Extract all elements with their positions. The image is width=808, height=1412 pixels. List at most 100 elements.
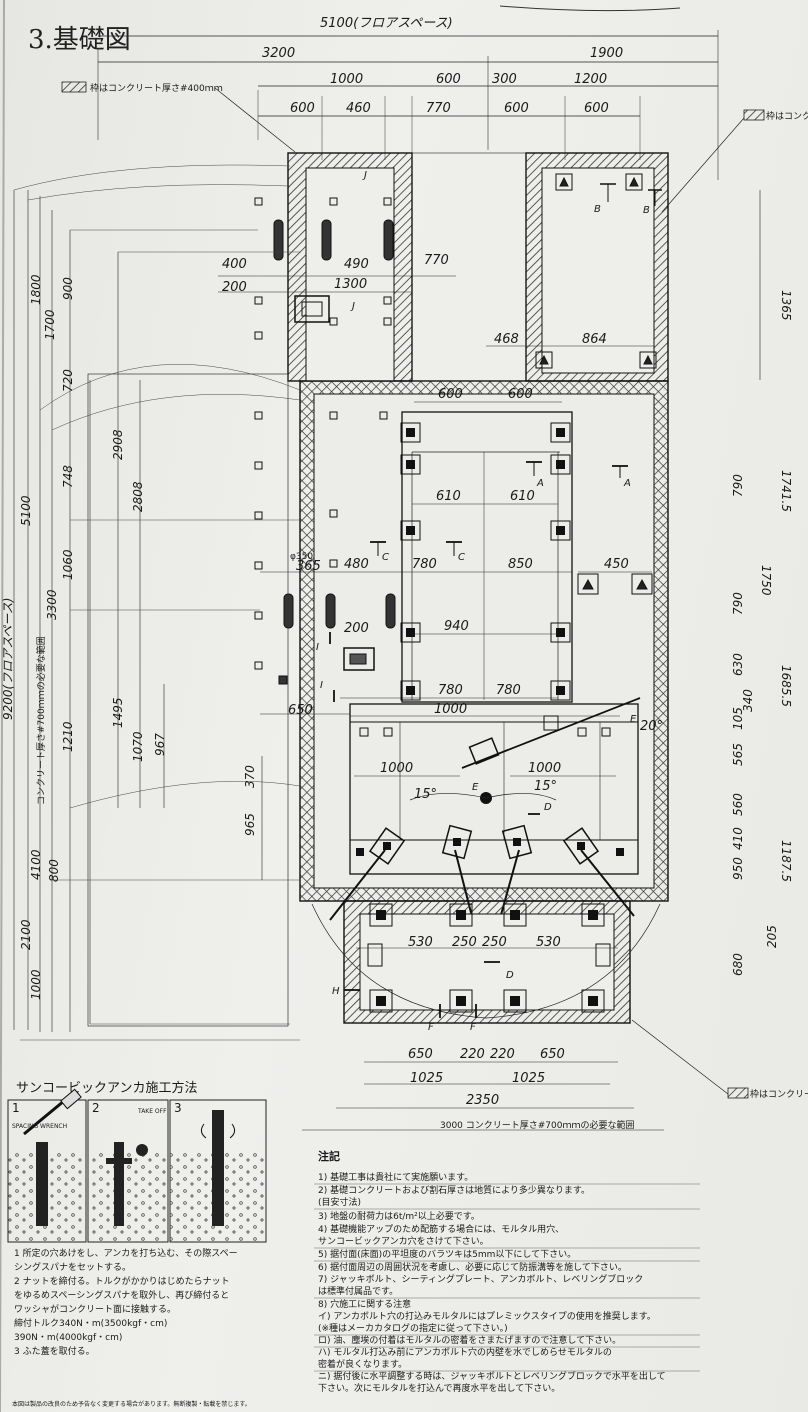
dim-m-200: 200 bbox=[344, 621, 369, 636]
concrete-700-bottom: 3000 コンクリート厚さ#700ｍｍの必要な範囲 bbox=[440, 1119, 635, 1131]
svg-text:下さい。次にモルタルを打込んで再度水平を出して下さい。: 下さい。次にモルタルを打込んで再度水平を出して下さい。 bbox=[318, 1382, 560, 1394]
step-number-2: 2 bbox=[92, 1101, 100, 1115]
dim-m-780b: 780 bbox=[438, 683, 463, 698]
take-off-label: TAKE OFF bbox=[137, 1108, 167, 1115]
section-j-2: J bbox=[350, 301, 355, 312]
section-a-2: A bbox=[623, 478, 631, 489]
dim-1000: 1000 bbox=[330, 72, 363, 87]
dim-v-3300: 3300 bbox=[45, 589, 59, 620]
section-i-1: I bbox=[316, 642, 319, 653]
dim-l-2350: 2350 bbox=[466, 1093, 499, 1108]
dim-v-1000: 1000 bbox=[29, 969, 43, 1000]
svg-text:をゆるめスペーシングスパナを取外し、再び締付ると: をゆるめスペーシングスパナを取外し、再び締付ると bbox=[14, 1289, 229, 1301]
spacing-wrench-label: SPACING WRENCH bbox=[12, 1123, 67, 1130]
svg-text:3 ふた蓋を取付る。: 3 ふた蓋を取付る。 bbox=[14, 1345, 95, 1357]
dim-1365: 1365 bbox=[779, 290, 793, 321]
svg-text:は標準付属品です。: は標準付属品です。 bbox=[318, 1285, 398, 1297]
dim-l-530b: 530 bbox=[536, 935, 561, 950]
dim-l-680: 680 bbox=[731, 953, 745, 976]
footer-note: 本図は製品の改良のため予告なく変更する場合があります。無断複製・転載を禁じます。 bbox=[12, 1400, 251, 1408]
dim-l-250b: 250 bbox=[482, 935, 507, 950]
section-h: H bbox=[332, 986, 340, 997]
dim-l-1025a: 1025 bbox=[410, 1071, 443, 1086]
dim-m-950: 950 bbox=[731, 857, 745, 880]
svg-text:390N・m(4000kgf・cm): 390N・m(4000kgf・cm) bbox=[14, 1333, 122, 1343]
svg-text:サンコービックアンカ穴をさけて下さい。: サンコービックアンカ穴をさけて下さい。 bbox=[318, 1235, 489, 1247]
dim-m-610b: 610 bbox=[510, 489, 535, 504]
svg-text:密着が良くなります。: 密着が良くなります。 bbox=[318, 1358, 407, 1370]
section-f-2: F bbox=[470, 1022, 476, 1033]
dim-490: 490 bbox=[344, 257, 369, 272]
angle-15-left: 15° bbox=[414, 787, 437, 802]
dim-3200: 3200 bbox=[262, 46, 295, 61]
dim-864: 864 bbox=[582, 332, 607, 347]
dim-v-1700: 1700 bbox=[43, 309, 57, 340]
dim-m-940: 940 bbox=[444, 619, 469, 634]
notes-list: 1) 基礎工事は貴社にて実施願います。 2) 基礎コンクリートおよび割石厚さは地… bbox=[318, 1171, 666, 1394]
dim-600d: 600 bbox=[584, 101, 609, 116]
svg-text:ワッシャがコンクリート面に接触する。: ワッシャがコンクリート面に接触する。 bbox=[14, 1303, 176, 1315]
dim-v-4100: 4100 bbox=[29, 849, 43, 880]
hatch-note-bottom: 枠はコンクリー bbox=[750, 1088, 808, 1100]
dim-m-780a: 780 bbox=[412, 557, 437, 572]
svg-text:2) 基礎コンクリートおよび割石厚さは地質により多少異なりま: 2) 基礎コンクリートおよび割石厚さは地質により多少異なります。 bbox=[318, 1184, 590, 1196]
dim-m-480: 480 bbox=[344, 557, 369, 572]
dim-v-1800: 1800 bbox=[29, 274, 43, 305]
dim-v-5100: 5100 bbox=[19, 495, 33, 526]
dim-l-650b: 650 bbox=[540, 1047, 565, 1062]
dim-m-560: 560 bbox=[731, 793, 745, 816]
section-a-1: A bbox=[536, 478, 544, 489]
dim-v-1495: 1495 bbox=[111, 697, 125, 728]
hatch-note-right: 枠はコンク bbox=[766, 110, 808, 122]
section-d-2: D bbox=[506, 970, 514, 981]
dim-300: 300 bbox=[492, 72, 517, 87]
anchor-step-3 bbox=[169, 1099, 267, 1243]
svg-text:2 ナットを締付る。トルクがかかりはじめたらナット: 2 ナットを締付る。トルクがかかりはじめたらナット bbox=[14, 1275, 230, 1287]
floor-space-dim: 5100(フロアスペース) bbox=[320, 16, 453, 31]
dim-600b: 600 bbox=[290, 101, 315, 116]
dim-m-365: 365 bbox=[296, 559, 321, 574]
dim-v-800: 800 bbox=[47, 859, 61, 882]
svg-text:5) 据付面(床面)の平坦度のバラツキは5mm以下にして下さ: 5) 据付面(床面)の平坦度のバラツキは5mm以下にして下さい。 bbox=[318, 1248, 576, 1260]
svg-text:1) 基礎工事は貴社にて実施願います。: 1) 基礎工事は貴社にて実施願います。 bbox=[318, 1171, 473, 1183]
svg-text:4) 基礎機能アップのため配筋する場合には、モルタル用穴、: 4) 基礎機能アップのため配筋する場合には、モルタル用穴、 bbox=[318, 1223, 564, 1235]
upper-right-foundation bbox=[525, 152, 669, 382]
section-e-1: E bbox=[472, 782, 479, 793]
svg-text:イ) アンカボルト穴の打込みモルタルにはプレミックスタイプの: イ) アンカボルト穴の打込みモルタルにはプレミックスタイプの使用を推奨します。 bbox=[318, 1310, 656, 1322]
angle-20: 20° bbox=[640, 719, 663, 734]
dim-m-650: 650 bbox=[288, 703, 313, 718]
section-b-2: B bbox=[643, 205, 650, 216]
dim-1300: 1300 bbox=[334, 277, 367, 292]
section-j-1: J bbox=[362, 170, 367, 181]
upper-left-foundation bbox=[287, 152, 413, 382]
dim-600c: 600 bbox=[504, 101, 529, 116]
section-e-2: E bbox=[630, 714, 637, 725]
dim-400: 400 bbox=[222, 257, 247, 272]
dim-468: 468 bbox=[494, 332, 519, 347]
dim-m-105: 105 bbox=[731, 707, 745, 730]
step-number-1: 1 bbox=[12, 1101, 20, 1115]
dim-m-1000a: 1000 bbox=[434, 702, 467, 717]
notes-heading: 注記 bbox=[318, 1149, 340, 1163]
drawing-title: 3.基礎図 bbox=[28, 25, 131, 55]
dim-v-965: 965 bbox=[243, 813, 257, 836]
dim-l-250a: 250 bbox=[452, 935, 477, 950]
dim-v-967: 967 bbox=[153, 733, 167, 756]
section-d-1: D bbox=[544, 802, 552, 813]
dim-l-1025b: 1025 bbox=[512, 1071, 545, 1086]
section-f-1: F bbox=[428, 1022, 434, 1033]
svg-text:ニ) 据付後に水平調整する時は、ジャッキボルトとレベリングブ: ニ) 据付後に水平調整する時は、ジャッキボルトとレベリングブロックで水平を出して bbox=[318, 1370, 666, 1382]
hatch-note-left: 枠はコンクリート厚さ#400ｍｍ bbox=[90, 82, 223, 94]
anchor-step-1 bbox=[7, 1088, 87, 1243]
dim-v-900: 900 bbox=[61, 277, 75, 300]
svg-text:シングスパナをセットする。: シングスパナをセットする。 bbox=[14, 1261, 131, 1273]
dim-v-370: 370 bbox=[243, 765, 257, 788]
dim-m-1685: 1685.5 bbox=[779, 665, 793, 707]
svg-text:(目安寸法): (目安寸法) bbox=[318, 1196, 361, 1208]
dim-v-2100: 2100 bbox=[19, 919, 33, 950]
dim-l-205: 205 bbox=[765, 925, 779, 948]
dim-m-780c: 780 bbox=[496, 683, 521, 698]
dim-m-630: 630 bbox=[731, 653, 745, 676]
svg-text:ロ) 油、塵埃の付着はモルタルの密着をさまたげますので注意し: ロ) 油、塵埃の付着はモルタルの密着をさまたげますので注意して下さい。 bbox=[318, 1334, 621, 1346]
